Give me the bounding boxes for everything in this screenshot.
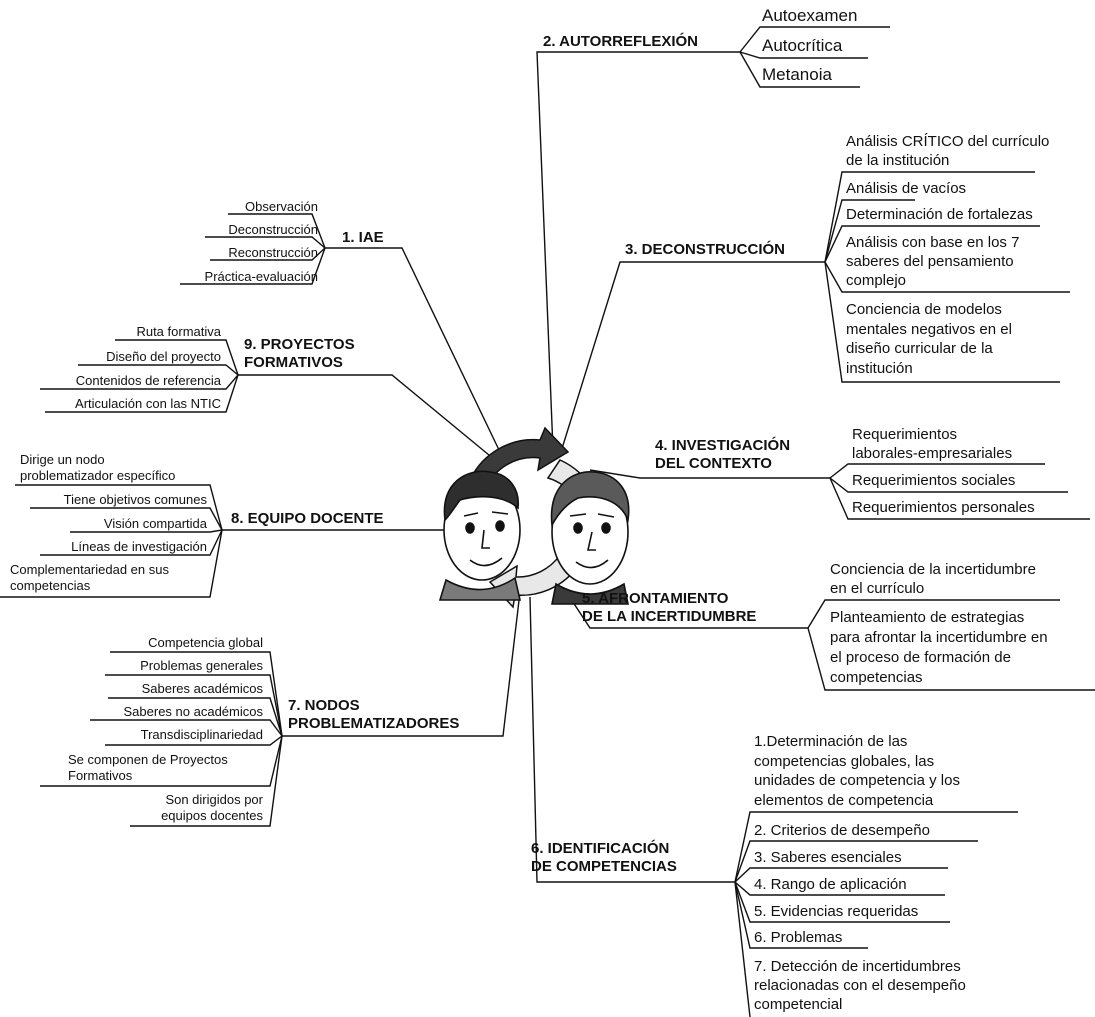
leaf-lineas-investigacion: Líneas de investigación: [71, 539, 207, 554]
leaf-saberes-academicos: Saberes académicos: [141, 681, 263, 696]
leaf-vision-compartida: Visión compartida: [103, 516, 207, 531]
leaf-observacion: Observación: [245, 199, 318, 214]
leaf-evidencias: 5. Evidencias requeridas: [754, 903, 919, 920]
leaf-req-sociales: Requerimientos sociales: [852, 472, 1016, 489]
leaf-ruta-formativa: Ruta formativa: [136, 324, 221, 339]
leaf-reconstruccion: Reconstrucción: [228, 245, 318, 260]
leaf-competencia-global: Competencia global: [148, 635, 263, 650]
leaf-articulacion-ntic: Articulación con las NTIC: [75, 396, 221, 411]
leaf-problemas: 6. Problemas: [754, 929, 843, 946]
leaf-practica-evaluacion: Práctica-evaluación: [204, 269, 318, 284]
branch-1-label: 1. IAE: [342, 229, 384, 246]
leaf-req-personales: Requerimientos personales: [852, 499, 1035, 516]
leaf-deconstruccion: Deconstrucción: [228, 222, 318, 237]
leaf-fortalezas: Determinación de fortalezas: [846, 206, 1033, 223]
branch-8-label: 8. EQUIPO DOCENTE: [231, 510, 384, 527]
leaf-diseno-proyecto: Diseño del proyecto: [106, 349, 221, 364]
leaf-contenidos-referencia: Contenidos de referencia: [75, 373, 221, 388]
leaf-autocritica: Autocrítica: [762, 36, 843, 55]
leaf-analisis-vacios: Análisis de vacíos: [846, 180, 967, 197]
leaf-saberes-esenciales: 3. Saberes esenciales: [754, 849, 902, 866]
leaf-autoexamen: Autoexamen: [762, 6, 858, 25]
leaf-criterios: 2. Criterios de desempeño: [754, 822, 930, 839]
leaf-problemas-generales: Problemas generales: [140, 658, 263, 673]
person-left-icon: [438, 470, 522, 601]
leaf-saberes-no-academicos: Saberes no académicos: [123, 704, 263, 719]
branch-3-label: 3. DECONSTRUCCIÓN: [625, 241, 786, 258]
leaf-transdisciplinariedad: Transdisciplinariedad: [140, 727, 263, 742]
leaf-objetivos-comunes: Tiene objetivos comunes: [63, 492, 207, 507]
leaf-metanoia: Metanoia: [762, 65, 832, 84]
leaf-rango: 4. Rango de aplicación: [754, 876, 907, 893]
branch-2-label: 2. AUTORREFLEXIÓN: [543, 33, 699, 50]
person-right-icon: [550, 471, 630, 605]
